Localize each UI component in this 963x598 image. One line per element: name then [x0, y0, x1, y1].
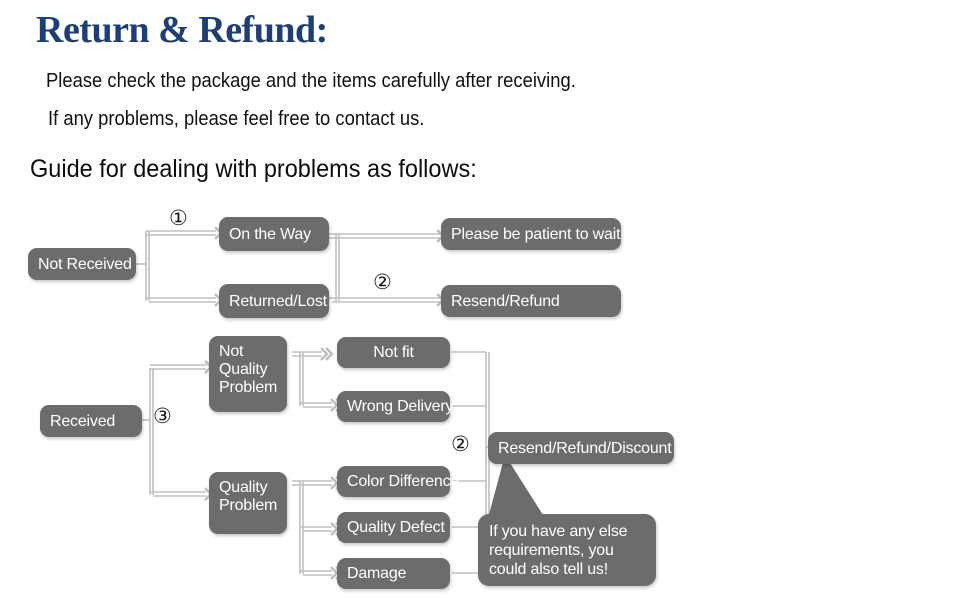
step-marker-two-top: ② [373, 270, 392, 294]
intro-line-1: Please check the package and the items c… [46, 70, 576, 92]
step-marker-two-bottom: ② [451, 432, 470, 456]
node-quality-problem[interactable]: Quality Problem [209, 472, 287, 534]
node-please-be-patient[interactable]: Please be patient to wait [441, 218, 621, 250]
connector-lines [135, 230, 500, 576]
node-resend-refund-discount[interactable]: Resend/Refund/Discount [488, 432, 674, 464]
node-color-difference[interactable]: Color Difference [337, 466, 459, 497]
node-not-received[interactable]: Not Received [28, 248, 136, 280]
node-quality-defect[interactable]: Quality Defect [337, 512, 450, 543]
node-resend-refund[interactable]: Resend/Refund [441, 285, 621, 317]
page-title: Return & Refund: [36, 9, 328, 51]
callout-tail [488, 455, 545, 518]
intro-line-2: If any problems, please feel free to con… [48, 108, 425, 130]
guide-heading: Guide for dealing with problems as follo… [30, 155, 477, 183]
node-wrong-delivery[interactable]: Wrong Delivery [337, 391, 453, 422]
callout-bubble: If you have any else requirements, you c… [478, 514, 656, 586]
node-on-the-way[interactable]: On the Way [219, 217, 329, 251]
node-not-quality-problem[interactable]: Not Quality Problem [209, 336, 287, 412]
node-received[interactable]: Received [40, 405, 142, 437]
node-damage[interactable]: Damage [337, 558, 450, 589]
step-marker-three: ③ [153, 404, 172, 428]
node-not-fit[interactable]: Not fit [337, 337, 450, 368]
step-marker-one: ① [169, 206, 188, 230]
node-returned-lost[interactable]: Returned/Lost [219, 284, 329, 318]
